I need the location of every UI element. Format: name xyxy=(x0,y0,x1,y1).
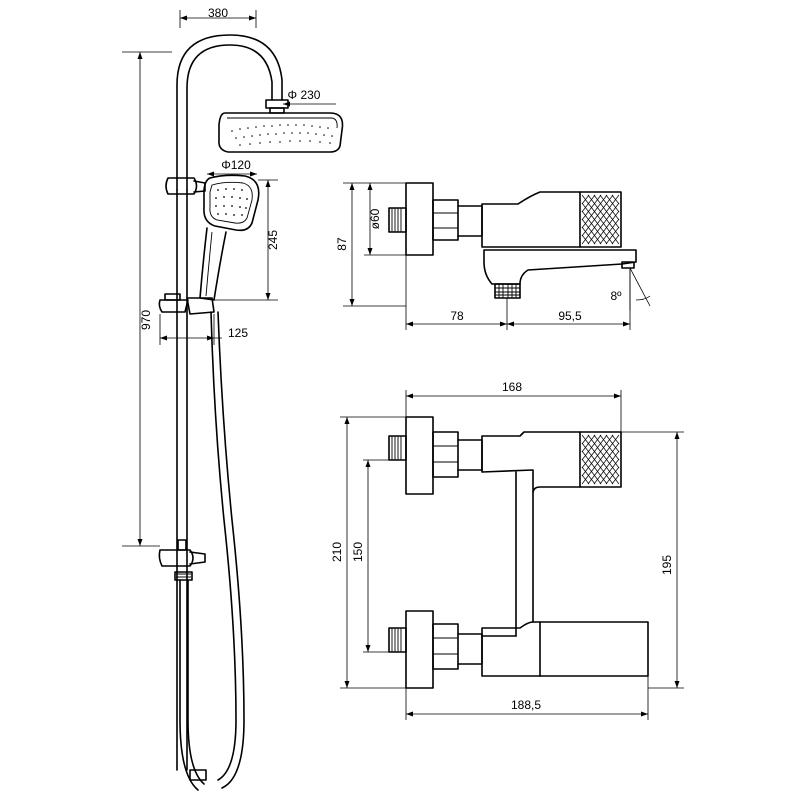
front-handle-knurl xyxy=(581,434,620,485)
hand-shower-nozzles xyxy=(215,188,248,216)
mixer-front-dimensions: 168 210 150 195 188,5 xyxy=(330,380,684,720)
mixer-side-view xyxy=(388,182,637,299)
dim-height: 87 xyxy=(335,237,349,251)
dim-hand-shower-diameter: Φ120 xyxy=(221,158,251,172)
mixer-side-dimensions: ø60 87 78 95,5 8º xyxy=(335,182,651,330)
mixer-front-view xyxy=(388,416,649,689)
rain-head-nozzles xyxy=(231,124,333,146)
dim-overall-height: 210 xyxy=(330,542,344,562)
dim-depth-to-outlet: 78 xyxy=(450,309,464,323)
dim-escutcheon-diameter: ø60 xyxy=(368,208,382,229)
dim-hand-offset: 125 xyxy=(228,326,248,340)
dim-hand-shower-height: 245 xyxy=(266,230,280,250)
shower-set-drawing xyxy=(158,34,344,791)
dim-head-diameter: Φ 230 xyxy=(288,88,321,102)
dim-arm-reach: 380 xyxy=(208,6,228,20)
shower-dimensions: 380 Φ 230 Φ120 245 125 970 xyxy=(122,6,336,547)
dim-spout-length: 95,5 xyxy=(558,309,582,323)
dim-body-width: 168 xyxy=(502,380,522,394)
dim-total-height: 970 xyxy=(139,310,153,330)
dim-right-height: 195 xyxy=(660,555,674,575)
dim-overall-width: 188,5 xyxy=(511,698,541,712)
side-handle-knurl xyxy=(581,194,620,245)
dim-spout-angle: 8º xyxy=(610,289,622,303)
dim-connection-spacing: 150 xyxy=(351,542,365,562)
